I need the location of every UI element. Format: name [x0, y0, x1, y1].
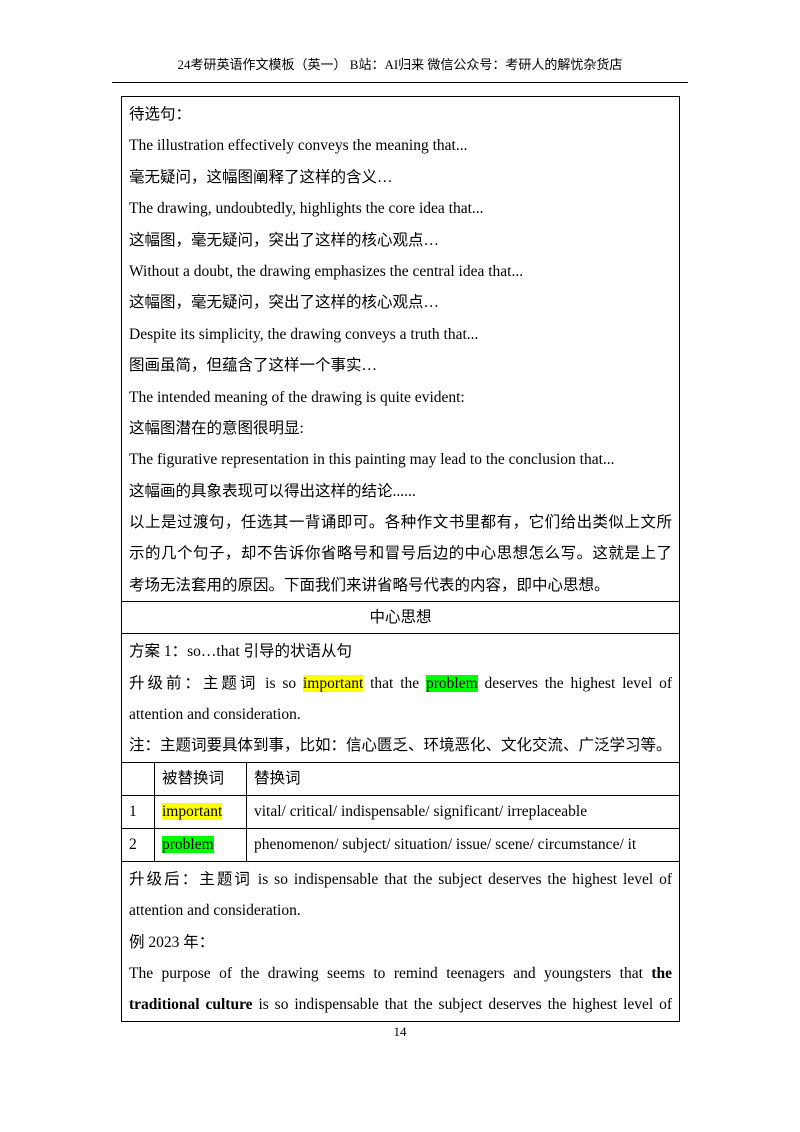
highlight-problem: problem [162, 835, 214, 853]
candidate-line: 这幅图，毫无疑问，突出了这样的核心观点… [129, 294, 440, 312]
candidate-line: Without a doubt, the drawing emphasizes … [129, 262, 524, 280]
candidate-line: The intended meaning of the drawing is q… [129, 388, 465, 406]
replacement-table: 被替换词 替换词 1 important vital/ critical/ in… [122, 761, 679, 861]
header-replacement: 替换词 [246, 762, 679, 795]
example-text: is so indispensable that the subject des… [252, 996, 673, 1014]
row-word: problem [154, 827, 246, 861]
example-bold: the [651, 964, 672, 982]
header-replaced-word: 被替换词 [154, 762, 246, 795]
after-cell: 升级后：主题词 is so indispensable that the sub… [122, 860, 679, 1021]
page-number: 14 [393, 1024, 407, 1039]
row-num: 2 [122, 827, 154, 861]
candidate-line: 图画虽简，但蕴含了这样一个事实… [129, 357, 378, 375]
content-table: 待选句： The illustration effectively convey… [121, 96, 680, 1022]
example-line: traditional culture is so indispensable … [129, 989, 672, 1020]
header-rule [112, 82, 688, 83]
candidates-label: 待选句： [129, 106, 192, 123]
row-word: important [154, 794, 246, 828]
after-line-2: attention and consideration. [129, 902, 301, 920]
candidate-line: 毫无疑问，这幅图阐释了这样的含义… [129, 168, 393, 186]
example-label: 例 2023 年： [129, 933, 215, 951]
row-num: 1 [122, 794, 154, 828]
plan-note: 注：主题词要具体到事，比如：信心匮乏、环境恶化、文化交流、广泛学习等。 [129, 737, 672, 755]
candidate-line: 这幅图潜在的意图很明显: [129, 419, 304, 437]
candidate-line: Despite its simplicity, the drawing conv… [129, 325, 479, 343]
row-replacements: vital/ critical/ indispensable/ signific… [246, 794, 679, 828]
highlight-important: important [302, 674, 364, 692]
highlight-problem: problem [426, 674, 478, 692]
note-line: 示的几个句子，却不告诉你省略号和冒号后边的中心思想怎么写。这就是上了 [129, 545, 672, 563]
before-line-2: attention and consideration. [129, 706, 301, 724]
candidate-line: The drawing, undoubtedly, highlights the… [129, 200, 484, 218]
before-text: 升级前：主题词 is so [129, 674, 303, 692]
row-replacements: phenomenon/ subject/ situation/ issue/ s… [246, 827, 679, 861]
before-text: that the [363, 674, 426, 692]
before-line: 升级前：主题词 is so important that the problem… [129, 668, 672, 699]
page-header: 24考研英语作文模板（英一） B站：AI归来 微信公众号：考研人的解忧杂货店 [177, 57, 623, 72]
candidate-line: 这幅画的具象表现可以得出这样的结论...... [129, 482, 416, 500]
highlight-important: important [162, 802, 223, 820]
after-line: 升级后：主题词 is so indispensable that the sub… [129, 870, 672, 888]
example-text: The purpose of the drawing seems to remi… [129, 964, 652, 982]
plan-title: 方案 1：so…that 引导的状语从句 [129, 643, 353, 661]
before-text: deserves the highest level of [477, 674, 673, 692]
candidate-sentences-cell: 待选句： The illustration effectively convey… [122, 97, 679, 601]
example-bold: traditional culture [129, 996, 253, 1014]
plan-cell: 方案 1：so…that 引导的状语从句 升级前：主题词 is so impor… [122, 633, 679, 762]
example-line: The purpose of the drawing seems to remi… [129, 958, 672, 989]
candidate-line: 这幅图，毫无疑问，突出了这样的核心观点… [129, 231, 440, 249]
note-line: 考场无法套用的原因。下面我们来讲省略号代表的内容，即中心思想。 [129, 576, 610, 594]
candidate-line: The figurative representation in this pa… [129, 451, 615, 469]
section-title: 中心思想 [122, 601, 679, 633]
candidate-line: The illustration effectively conveys the… [129, 137, 468, 155]
header-num [122, 763, 154, 795]
note-line: 以上是过渡句，任选其一背诵即可。各种作文书里都有，它们给出类似上文所 [129, 514, 672, 532]
